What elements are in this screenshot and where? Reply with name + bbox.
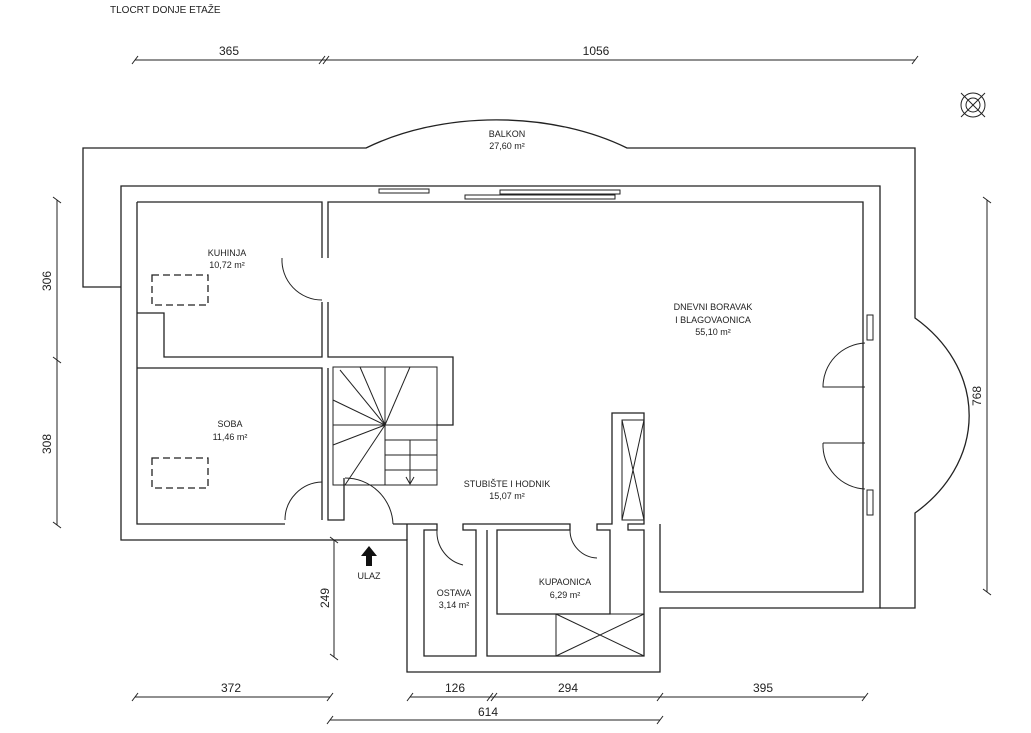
room-name-dnevni-2: I BLAGOVAONICA [675,315,751,325]
door-swing[interactable] [281,257,323,301]
sliding-door [499,189,621,195]
dim-top-left: 365 [219,44,239,58]
dim-left-upper: 306 [40,271,54,291]
room-area-kuhinja: 10,72 m² [209,260,245,270]
exterior-wall-outer [120,185,881,673]
room-name-kuhinja: KUHINJA [208,248,247,258]
dim-top-right: 1056 [583,44,610,58]
room-name-soba: SOBA [217,419,242,429]
window [866,314,874,341]
sliding-door [464,194,616,200]
room-area-soba: 11,46 m² [213,432,248,442]
entrance-arrow-icon [361,546,377,566]
kitchen-wall [137,302,454,426]
bed [151,457,209,489]
room-area-kupaonica: 6,29 m² [550,590,581,600]
dim-left-lower: 308 [40,434,54,454]
room-area-balkon: 27,60 m² [489,141,525,151]
room-name-ostava: OSTAVA [437,588,472,598]
room-area-dnevni: 55,10 m² [695,327,731,337]
door-swing[interactable] [436,529,464,566]
interior-wall-line [136,201,864,593]
dim-bottom-2: 126 [445,681,465,695]
entrance-label: ULAZ [357,571,381,581]
window [866,489,874,516]
dim-bottom-1: 372 [221,681,241,695]
door-swing[interactable] [569,529,598,559]
room-name-dnevni: DNEVNI BORAVAK [674,302,753,312]
dim-bottom-4: 395 [753,681,773,695]
compass-icon [960,92,986,118]
shaft [621,419,645,521]
window [378,188,430,194]
dim-bottom-3: 294 [558,681,578,695]
kitchen-counter [151,274,209,306]
dim-right: 768 [970,386,984,406]
bathtub [555,613,645,657]
room-divider [137,367,345,521]
room-area-ostava: 3,14 m² [439,600,470,610]
door-swing[interactable] [284,481,323,521]
room-name-balkon: BALKON [489,129,526,139]
room-name-stubiste: STUBIŠTE I HODNIK [464,479,551,489]
room-name-kupaonica: KUPAONICA [539,577,591,587]
annex-walls [393,412,645,657]
dimension-lines [52,55,992,725]
plan-title: TLOCRT DONJE ETAŽE [110,3,221,16]
door-swing[interactable] [822,342,866,388]
dim-bottom-total: 614 [478,705,498,719]
dim-entrance: 249 [318,588,332,608]
door-swing[interactable] [822,442,866,490]
staircase [332,366,438,486]
door-swing[interactable] [344,477,394,525]
room-area-stubiste: 15,07 m² [489,491,525,501]
balcony-outline [82,119,970,609]
